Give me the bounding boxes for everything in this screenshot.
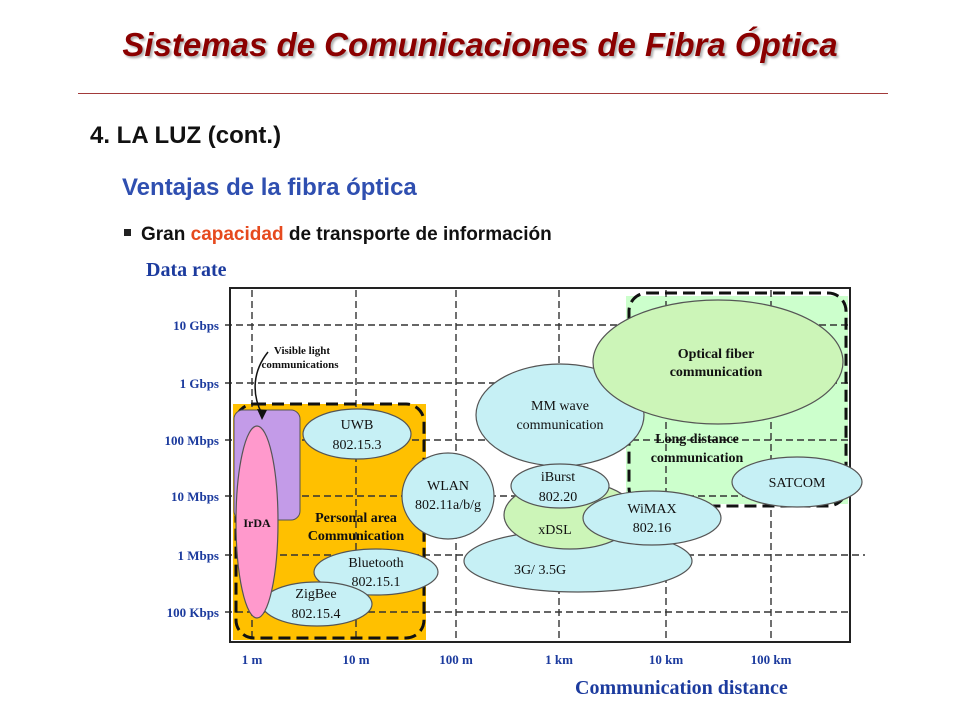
long-distance-label: communication: [651, 451, 744, 466]
x-axis-title: Communication distance: [575, 677, 788, 699]
wlan-ellipse: [401, 452, 495, 540]
subtitle-heading: Ventajas de la fibra óptica: [122, 174, 417, 201]
visible-light-label: communications: [262, 359, 340, 371]
x-tick-label: 10 km: [649, 652, 683, 667]
zigbee-label: 802.15.4: [292, 607, 341, 622]
y-tick-label: 1 Mbps: [177, 548, 219, 563]
bullet-item: Gran capacidad de transporte de informac…: [124, 224, 552, 246]
visible-light-arrow: [254, 351, 269, 415]
y-tick-label: 10 Mbps: [171, 489, 219, 504]
bullet-text-end: de transporte de información: [283, 224, 552, 245]
x-tick-label: 1 km: [545, 652, 573, 667]
slide-title: Sistemas de Comunicaciones de Fibra Ópti…: [122, 26, 838, 63]
section-heading: 4. LA LUZ (cont.): [90, 122, 282, 149]
bluetooth-label: 802.15.1: [352, 575, 401, 590]
optical-fiber-label: communication: [670, 365, 763, 380]
y-tick-label: 1 Gbps: [180, 376, 219, 391]
arrow-head-icon: [257, 409, 267, 420]
y-tick-label: 10 Gbps: [173, 318, 219, 333]
iburst-label: 802.20: [539, 490, 578, 505]
irda-label: IrDA: [243, 516, 271, 530]
uwb-ellipse: [302, 408, 412, 460]
wimax-label: 802.16: [633, 521, 672, 536]
bluetooth-ellipse: [313, 548, 439, 596]
bullet-text-start: Gran: [141, 224, 191, 245]
bullet-highlight: capacidad: [190, 224, 284, 245]
3g-label: 3G/ 3.5G: [514, 563, 566, 578]
mm-wave-label: communication: [516, 418, 603, 433]
wlan-label: WLAN: [427, 479, 469, 494]
uwb-label: 802.15.3: [333, 438, 382, 453]
uwb-label: UWB: [341, 418, 374, 433]
y-axis-title: Data rate: [146, 259, 227, 281]
x-tick-label: 1 m: [242, 652, 263, 667]
zigbee-label: ZigBee: [295, 587, 336, 602]
visible-light-label: Visible light: [274, 345, 330, 357]
wimax-label: WiMAX: [627, 502, 676, 517]
plot-frame: [229, 287, 851, 643]
satcom-label: SATCOM: [769, 476, 826, 491]
wlan-label: 802.11a/b/g: [415, 498, 481, 513]
personal-area-label: Communication: [308, 529, 405, 544]
x-tick-label: 10 m: [342, 652, 369, 667]
x-tick-label: 100 km: [751, 652, 792, 667]
optical-fiber-ellipse: [592, 299, 844, 425]
square-bullet-icon: [124, 229, 131, 237]
title-divider: [78, 93, 888, 94]
personal-area-label: Personal area: [315, 511, 397, 526]
long-distance-label: Long distance: [655, 432, 739, 447]
wimax-ellipse: [582, 490, 722, 546]
y-tick-label: 100 Kbps: [167, 605, 219, 620]
xdsl-label: xDSL: [538, 523, 571, 538]
iburst-label: iBurst: [541, 470, 575, 485]
optical-fiber-label: Optical fiber: [678, 347, 755, 362]
x-tick-label: 100 m: [439, 652, 473, 667]
mm-wave-label: MM wave: [531, 399, 589, 414]
iburst-ellipse: [510, 463, 610, 509]
satcom-ellipse: [731, 456, 863, 508]
irda-ellipse: [235, 425, 279, 619]
bluetooth-label: Bluetooth: [348, 556, 403, 571]
y-tick-label: 100 Mbps: [164, 433, 219, 448]
